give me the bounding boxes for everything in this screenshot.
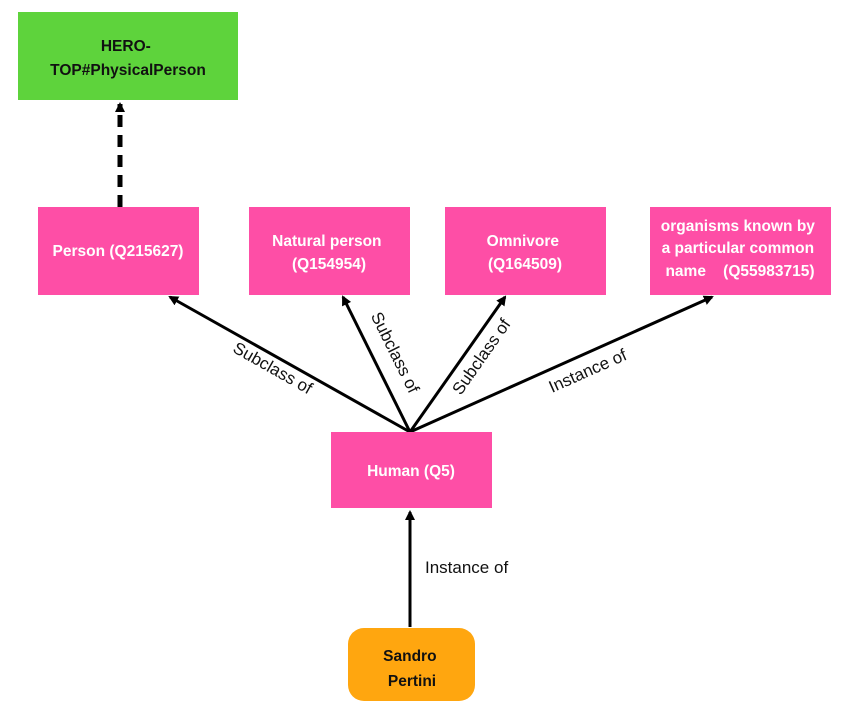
node-person: Person (Q215627) <box>38 207 199 295</box>
node-label-line: (Q154954) <box>292 256 366 273</box>
edge-human-to-person <box>168 295 411 434</box>
node-natural-person: Natural person (Q154954) <box>249 207 410 295</box>
node-box <box>348 628 475 701</box>
node-box <box>38 207 199 295</box>
node-label-line: Natural person <box>272 233 381 250</box>
node-human: Human (Q5) <box>331 432 492 508</box>
svg-text:Sandro Pertini: Sandro Pertini <box>383 648 441 690</box>
edge-human-to-organisms <box>409 295 714 434</box>
node-label-line: organisms known by <box>661 218 816 235</box>
node-box <box>249 207 410 295</box>
svg-text:organisms known by a par: organisms known by a particular common n… <box>661 218 819 280</box>
node-box <box>445 207 606 295</box>
node-label-line: Person (Q215627) <box>53 243 184 260</box>
node-label-line: (Q164509) <box>488 256 562 273</box>
node-label-line: Pertini <box>388 673 436 690</box>
node-hero-top-physical-person: HERO- TOP#PhysicalPerson <box>18 12 238 100</box>
svg-text:Natural person (Q154954): Natural person (Q154954) <box>272 233 386 273</box>
node-label-line: TOP#PhysicalPerson <box>50 62 206 79</box>
svg-text:HERO- TOP#PhysicalPerson: HERO- TOP#PhysicalPerson <box>50 38 206 79</box>
node-label-line: name (Q55983715) <box>665 263 814 280</box>
node-label-line: a particular common <box>662 240 814 257</box>
node-omnivore: Omnivore (Q164509) <box>445 207 606 295</box>
edge-label-sandro: Instance of <box>425 558 508 577</box>
node-box <box>18 12 238 100</box>
node-organisms-common-name: organisms known by a particular common n… <box>650 207 831 295</box>
node-label-line: Omnivore <box>487 233 560 250</box>
node-box <box>650 207 831 295</box>
node-box <box>331 432 492 508</box>
node-label-line: Sandro <box>383 648 436 665</box>
svg-text:Person (Q215627): Person (Q215627) <box>53 243 184 260</box>
svg-text:Human (Q5): Human (Q5) <box>367 463 455 480</box>
edge-human-to-natural-person <box>341 295 412 433</box>
edge-human-to-omnivore <box>408 295 507 433</box>
edge-label-natural-person: Subclass of <box>367 309 423 396</box>
svg-text:Omnivore (Q164509): Omnivore (Q164509) <box>487 233 564 273</box>
node-label-line: HERO- <box>101 38 151 55</box>
edge-label-person: Subclass of <box>230 338 316 398</box>
node-label-line: Human (Q5) <box>367 463 455 480</box>
node-sandro-pertini: Sandro Pertini <box>348 628 475 701</box>
edge-label-omnivore: Subclass of <box>448 315 514 398</box>
